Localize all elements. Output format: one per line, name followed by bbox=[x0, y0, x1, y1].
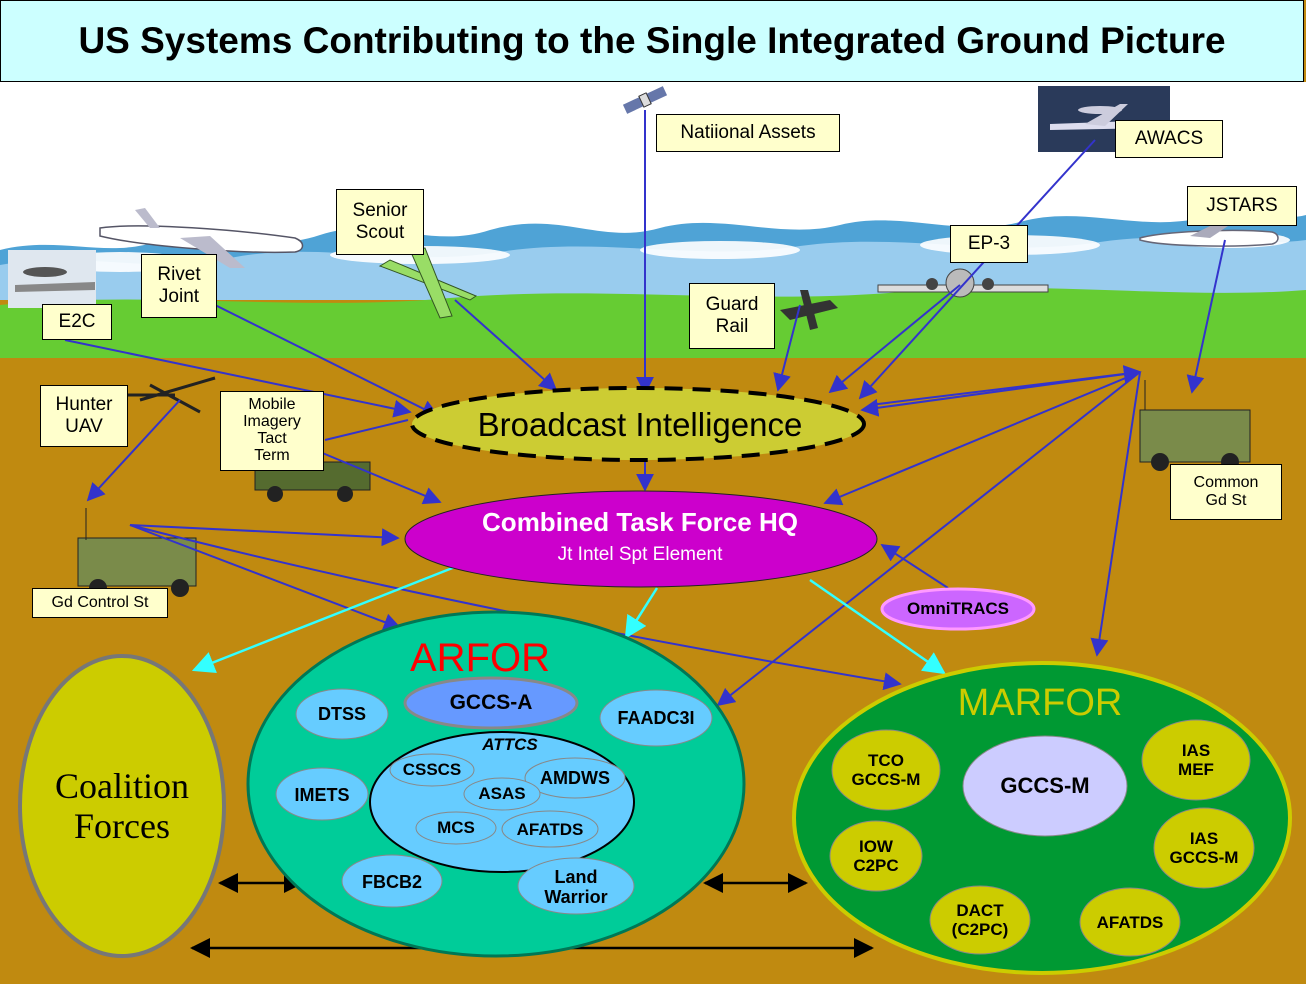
land-warrior-label: Land Warrior bbox=[544, 866, 608, 907]
attcs-label: ATTCS bbox=[482, 735, 538, 755]
arrow-hq-arfor bbox=[624, 587, 659, 639]
arrow-gdcontrol-hq bbox=[129, 524, 400, 547]
arrow-guard-rail-broadcast bbox=[773, 304, 801, 392]
dtss-ellipse bbox=[295, 688, 389, 740]
marfor-title: MARFOR bbox=[957, 681, 1123, 724]
arrow-gdcontrol-arfor bbox=[129, 524, 402, 631]
dtss-label: DTSS bbox=[317, 703, 366, 724]
arrow-jstars-common bbox=[1186, 239, 1226, 394]
arrow-hunter-gdcontrol bbox=[86, 399, 181, 502]
omnitracs-ellipse bbox=[880, 587, 1036, 631]
rivet-joint-aircraft-icon bbox=[99, 208, 304, 268]
faadc3i-label: FAADC3I bbox=[617, 707, 695, 728]
arrow-common-hq bbox=[823, 371, 1141, 506]
arrow-hq-marfor bbox=[809, 578, 946, 675]
asas-ellipse bbox=[463, 777, 541, 811]
mcs-ellipse bbox=[415, 811, 497, 845]
hq-ellipse bbox=[404, 490, 878, 588]
label-jstars: JSTARS bbox=[1187, 186, 1297, 226]
label-mobile-imagery: Mobile Imagery Tact Term bbox=[220, 391, 324, 471]
label-awacs: AWACS bbox=[1115, 120, 1223, 158]
arrow-mobile-hq bbox=[319, 451, 442, 505]
omnitracs-label: OmniTRACS bbox=[907, 599, 1009, 619]
arrow-ep3-broadcast bbox=[828, 284, 961, 394]
amdws-label: AMDWS bbox=[540, 767, 610, 788]
broadcast-label: Broadcast Intelligence bbox=[477, 405, 803, 443]
label-hunter-uav: Hunter UAV bbox=[40, 385, 128, 447]
tco-label: TCO GCCS-M bbox=[851, 750, 921, 789]
csscs-label: CSSCS bbox=[402, 760, 462, 780]
imets-ellipse bbox=[275, 767, 369, 821]
arrow-awacs-broadcast bbox=[858, 139, 1096, 400]
afatds-arfor-label: AFATDS bbox=[516, 820, 584, 840]
afatds-a-ellipse bbox=[501, 810, 599, 848]
label-e2c: E2C bbox=[42, 304, 112, 340]
imets-label: IMETS bbox=[294, 784, 350, 805]
coalition-label: Coalition Forces bbox=[55, 765, 189, 846]
fbcb2-label: FBCB2 bbox=[361, 871, 422, 892]
title-bar: US Systems Contributing to the Single In… bbox=[0, 0, 1304, 82]
csscs-ellipse bbox=[389, 753, 475, 787]
label-guard-rail: Guard Rail bbox=[689, 283, 775, 349]
arrow-e2c-broadcast bbox=[64, 339, 412, 418]
dact-ellipse bbox=[929, 885, 1031, 955]
land-warrior-ellipse bbox=[517, 857, 635, 915]
afatds-marfor-label: AFATDS bbox=[1096, 913, 1164, 933]
iow-label: IOW C2PC bbox=[853, 836, 899, 875]
arfor-title: ARFOR bbox=[410, 635, 550, 680]
arrow-senior-scout-broadcast bbox=[454, 299, 558, 392]
ias-gccs-m-label: IAS GCCS-M bbox=[1169, 828, 1239, 867]
iow-ellipse bbox=[829, 820, 923, 892]
tco-ellipse bbox=[831, 729, 941, 811]
afatds-m-ellipse bbox=[1079, 887, 1181, 957]
arrow-common-marfor bbox=[1090, 371, 1141, 657]
label-senior-scout: Senior Scout bbox=[336, 189, 424, 255]
grass bbox=[0, 288, 1306, 360]
dact-label: DACT (C2PC) bbox=[951, 900, 1009, 939]
label-national-assets: Natiional Assets bbox=[656, 114, 840, 152]
fbcb2-ellipse bbox=[341, 854, 443, 908]
label-gd-control-st: Gd Control St bbox=[32, 588, 168, 618]
coalition-ellipse bbox=[18, 654, 226, 958]
guard-rail-aircraft-icon bbox=[780, 290, 838, 330]
arrow-common-faadc3i bbox=[716, 371, 1141, 707]
arrow-broadcast-common bbox=[869, 365, 1142, 406]
gccs-m-ellipse bbox=[962, 735, 1128, 837]
ias-mef-label: IAS MEF bbox=[1178, 740, 1214, 779]
label-ep3: EP-3 bbox=[950, 225, 1028, 263]
e2c-aircraft-icon bbox=[8, 250, 96, 308]
ias-mef-ellipse bbox=[1141, 719, 1251, 801]
label-common-gd-st: Common Gd St bbox=[1170, 464, 1282, 520]
cyan-connectors bbox=[191, 563, 946, 675]
amdws-ellipse bbox=[524, 757, 626, 799]
gccs-a-ellipse bbox=[403, 676, 579, 730]
mcs-label: MCS bbox=[437, 818, 475, 838]
gccs-a-label: GCCS-A bbox=[449, 691, 533, 715]
hunter-uav-icon bbox=[120, 376, 216, 414]
senior-scout-aircraft-icon bbox=[378, 247, 478, 319]
arrow-hq-coalition bbox=[191, 563, 461, 674]
arrow-rivet-broadcast bbox=[204, 299, 440, 417]
hq-title: Combined Task Force HQ bbox=[482, 507, 798, 538]
broadcast-ellipse bbox=[410, 386, 866, 462]
faadc3i-ellipse bbox=[599, 689, 713, 747]
ias-gccs-ellipse bbox=[1153, 807, 1255, 889]
page-title: US Systems Contributing to the Single In… bbox=[78, 20, 1226, 61]
common-gd-st-vehicle-icon bbox=[1139, 380, 1251, 471]
asas-label: ASAS bbox=[478, 784, 526, 804]
satellite-icon bbox=[622, 86, 668, 114]
line-mobile-broadcast bbox=[324, 419, 409, 441]
gccs-m-label: GCCS-M bbox=[1000, 772, 1090, 798]
arrow-omnitracs-hq bbox=[880, 544, 949, 589]
hq-subtitle: Jt Intel Spt Element bbox=[557, 544, 723, 566]
label-rivet-joint: Rivet Joint bbox=[141, 254, 217, 318]
